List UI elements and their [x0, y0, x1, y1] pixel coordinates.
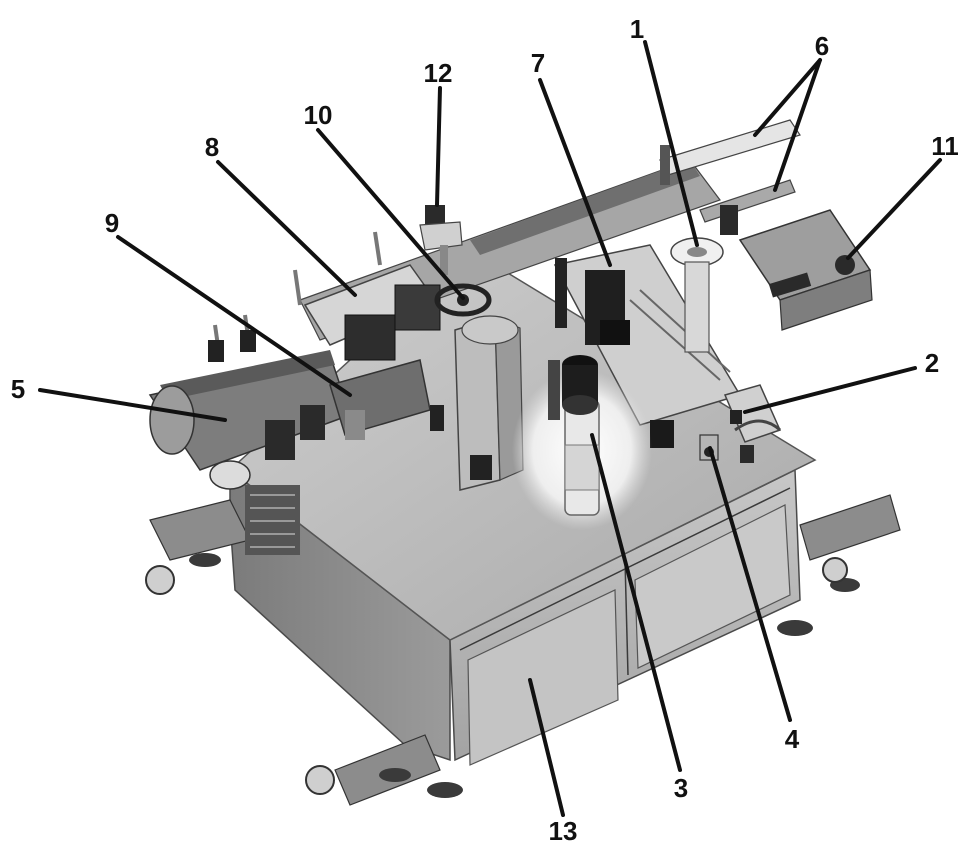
callout-label-9: 9	[105, 208, 119, 238]
callout-label-8: 8	[205, 132, 219, 162]
leader-line-3	[590, 433, 682, 772]
leader-line-1	[643, 40, 699, 247]
leader-line-7	[538, 78, 612, 267]
callout-label-4: 4	[785, 724, 800, 754]
leader-lines	[38, 40, 942, 817]
caster-wheel	[822, 557, 848, 583]
leader-line-6b	[773, 58, 822, 192]
callout-label-6: 6	[815, 31, 829, 61]
leader-line-13	[528, 678, 565, 817]
callout-label-3: 3	[674, 773, 688, 803]
label-web-roller-rail	[659, 119, 801, 176]
leader-line-5	[38, 388, 227, 422]
leader-line-8	[216, 160, 357, 297]
leader-line-10	[316, 128, 465, 300]
control-knob	[835, 255, 855, 275]
callout-label-1: 1	[630, 14, 644, 44]
leveling-foot	[427, 782, 463, 798]
callout-label-2: 2	[925, 348, 939, 378]
callout-label-13: 13	[549, 816, 578, 846]
callout-label-7: 7	[531, 48, 545, 78]
leader-line-2	[743, 366, 917, 414]
callout-label-5: 5	[11, 374, 25, 404]
height-adjust-handwheel	[434, 283, 492, 317]
caster-wheel	[145, 565, 175, 595]
leader-line-11	[846, 158, 942, 260]
leveling-foot	[189, 553, 221, 567]
leader-line-12	[435, 86, 442, 207]
leader-line-4	[708, 446, 792, 722]
leader-line-9	[116, 235, 352, 397]
cabinet-door	[467, 589, 619, 766]
machine-body	[145, 119, 901, 806]
leader-line-6a	[753, 58, 822, 137]
callout-label-12: 12	[424, 58, 453, 88]
product-bottle	[564, 387, 600, 516]
callout-labels: 1 2 3 4 5 6 7 8 9 10 11 12 13	[11, 14, 959, 846]
control-display	[768, 272, 812, 298]
foot-plate-right	[799, 494, 901, 561]
callout-label-10: 10	[304, 100, 333, 130]
leveling-foot	[379, 768, 411, 782]
callout-label-11: 11	[931, 131, 959, 161]
caster-wheel	[305, 765, 335, 795]
top-adjust-knob	[425, 205, 445, 225]
leveling-foot	[777, 620, 813, 636]
